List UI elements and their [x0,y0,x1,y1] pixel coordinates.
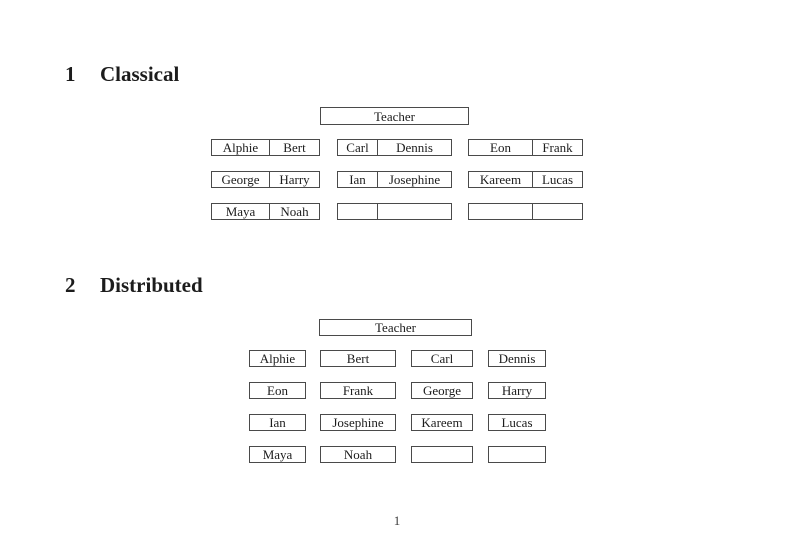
seat-cell-empty [469,204,533,219]
seat-box-empty [411,446,473,463]
teacher-box: Teacher [320,107,469,125]
seat-cell: Lucas [541,172,574,187]
seat-cell: Josephine [388,172,441,187]
seat-box: Eon [249,382,306,399]
desk: Kareem Lucas [468,171,583,188]
seat-box: Carl [411,350,473,367]
seat-box: Bert [320,350,396,367]
seat-cell: Dennis [396,140,433,155]
desk: George Harry [211,171,320,188]
seat-box: Maya [249,446,306,463]
seat-box: Noah [320,446,396,463]
section-number: 2 [65,273,76,297]
seat-cell: George [212,172,270,187]
desk: Eon Frank [468,139,583,156]
seat-box: Frank [320,382,396,399]
desk: Carl Dennis [337,139,452,156]
seat-cell: Carl [338,140,378,155]
seat-box: George [411,382,473,399]
seat-box: Harry [488,382,546,399]
desk-empty [468,203,583,220]
section-title: Distributed [100,273,203,297]
teacher-box: Teacher [319,319,472,336]
seat-box: Dennis [488,350,546,367]
section-title: Classical [100,62,180,86]
seat-cell: Noah [280,204,309,219]
seat-box: Ian [249,414,306,431]
desk-empty [337,203,452,220]
seat-cell-empty [338,204,378,219]
seat-cell-empty [378,204,451,219]
seat-cell: Eon [469,140,533,155]
desk: Maya Noah [211,203,320,220]
desk: Alphie Bert [211,139,320,156]
seat-cell: Harry [279,172,310,187]
desk: Ian Josephine [337,171,452,188]
section-number: 1 [65,62,76,86]
seat-box: Kareem [411,414,473,431]
section-heading-classical: 1 Classical [65,62,180,86]
section-heading-distributed: 2 Distributed [65,273,203,297]
seat-cell: Kareem [469,172,533,187]
seat-cell: Bert [283,140,306,155]
seat-cell: Maya [212,204,270,219]
seat-box-empty [488,446,546,463]
seat-box: Josephine [320,414,396,431]
page-number: 1 [393,513,401,528]
seat-box: Lucas [488,414,546,431]
seat-cell: Frank [542,140,573,155]
seat-cell-empty [533,204,582,219]
seat-cell: Ian [338,172,378,187]
seat-box: Alphie [249,350,306,367]
seat-cell: Alphie [212,140,270,155]
